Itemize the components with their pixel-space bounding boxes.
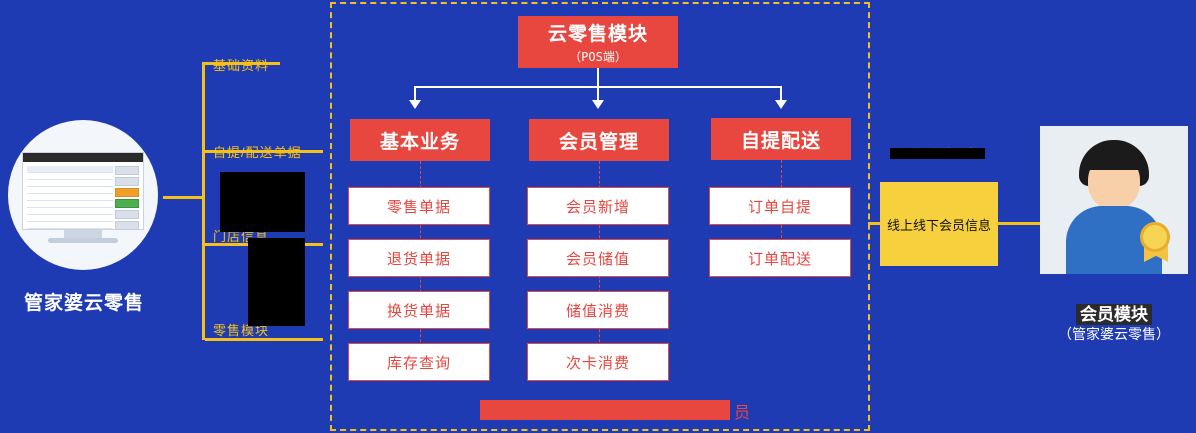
node-branch-0[interactable]: 基本业务 — [350, 119, 490, 161]
bottom-note: 员 — [733, 405, 750, 422]
badge-coin — [1140, 222, 1170, 252]
member-module-title: 会员模块 — [1040, 300, 1188, 325]
table-row — [27, 208, 113, 215]
member-illustration — [1040, 126, 1188, 274]
screen-table-grid — [27, 166, 113, 229]
arrow-down-icon — [775, 100, 787, 109]
bracket-tick-1 — [205, 62, 280, 65]
left-caption: 管家婆云零售 — [23, 293, 144, 314]
node-root[interactable]: 云零售模块 （POS端） — [518, 16, 678, 68]
bus-drop-1 — [414, 88, 416, 100]
leaf-1-2[interactable]: 储值消费 — [527, 291, 669, 329]
side-button — [115, 221, 139, 230]
monitor-stand — [64, 230, 102, 238]
leaf-0-1[interactable]: 退货单据 — [348, 239, 490, 277]
table-row — [27, 166, 113, 173]
screen-side-buttons — [115, 166, 139, 232]
left-bracket-line — [202, 62, 205, 340]
root-stem — [597, 68, 599, 86]
table-row — [27, 173, 113, 180]
side-button — [115, 199, 139, 208]
table-row — [27, 187, 113, 194]
member-module-subtitle: （管家婆云零售） — [1058, 326, 1170, 342]
node-branch-1[interactable]: 会员管理 — [529, 119, 669, 161]
bus-drop-3 — [780, 88, 782, 100]
bus-drop-2 — [597, 88, 599, 100]
screen-toolbar: 新增 修改 删除 查询 刷新 打印 退出 — [23, 153, 143, 167]
leaf-1-3[interactable]: 次卡消费 — [527, 343, 669, 381]
leaf-0-0[interactable]: 零售单据 — [348, 187, 490, 225]
leaf-2-1[interactable]: 订单配送 — [709, 239, 851, 277]
leaf-0-3[interactable]: 库存查询 — [348, 343, 490, 381]
left-label-1: 自提/配送单据 — [213, 145, 302, 160]
table-row — [27, 215, 113, 222]
side-button — [115, 188, 139, 197]
monitor-base — [48, 238, 118, 243]
node-branch-1-title: 会员管理 — [558, 131, 639, 153]
bottom-redacted-strip — [480, 400, 730, 420]
bracket-tick-2 — [205, 150, 323, 153]
left-label-3: 零售模块 — [213, 323, 270, 338]
table-row — [27, 194, 113, 201]
arrow-down-icon — [592, 100, 604, 109]
leaf-1-0[interactable]: 会员新增 — [527, 187, 669, 225]
left-sync-wire — [868, 222, 882, 225]
leaf-2-0[interactable]: 订单自提 — [709, 187, 851, 225]
leaf-1-1[interactable]: 会员储值 — [527, 239, 669, 277]
table-row — [27, 201, 113, 208]
retail-module-container — [330, 2, 870, 431]
monitor-to-bracket-wire — [163, 196, 205, 199]
member-module-title-text: 会员模块 — [1076, 304, 1152, 325]
left-label-0: 基础资料 — [213, 58, 270, 73]
root-bus — [414, 86, 782, 88]
leaf-0-2[interactable]: 换货单据 — [348, 291, 490, 329]
avatar-fringe — [1084, 148, 1144, 170]
redacted-box-1 — [220, 172, 305, 232]
monitor-screen: 新增 修改 删除 查询 刷新 打印 退出 — [22, 152, 144, 230]
side-button — [115, 166, 139, 175]
node-branch-0-title: 基本业务 — [379, 131, 460, 153]
right-sync-wire — [997, 222, 1042, 225]
redacted-box-3 — [890, 148, 985, 159]
pos-monitor-illustration: 新增 修改 删除 查询 刷新 打印 退出 — [8, 120, 158, 270]
table-row — [27, 180, 113, 187]
node-root-title: 云零售模块 — [547, 24, 648, 45]
redacted-box-2 — [248, 238, 305, 326]
member-badge-icon — [1136, 222, 1176, 262]
arrow-down-icon — [409, 100, 421, 109]
sync-box: 线上线下会员信息 — [880, 182, 998, 266]
screen-toolbar-text: 新增 修改 删除 查询 刷新 打印 退出 — [26, 163, 82, 167]
bracket-tick-4 — [205, 338, 323, 341]
side-button — [115, 177, 139, 186]
node-branch-2[interactable]: 自提配送 — [711, 118, 851, 160]
side-button — [115, 210, 139, 219]
node-branch-2-title: 自提配送 — [740, 130, 821, 152]
table-row — [27, 222, 113, 229]
node-root-subtitle: （POS端） — [569, 50, 627, 64]
